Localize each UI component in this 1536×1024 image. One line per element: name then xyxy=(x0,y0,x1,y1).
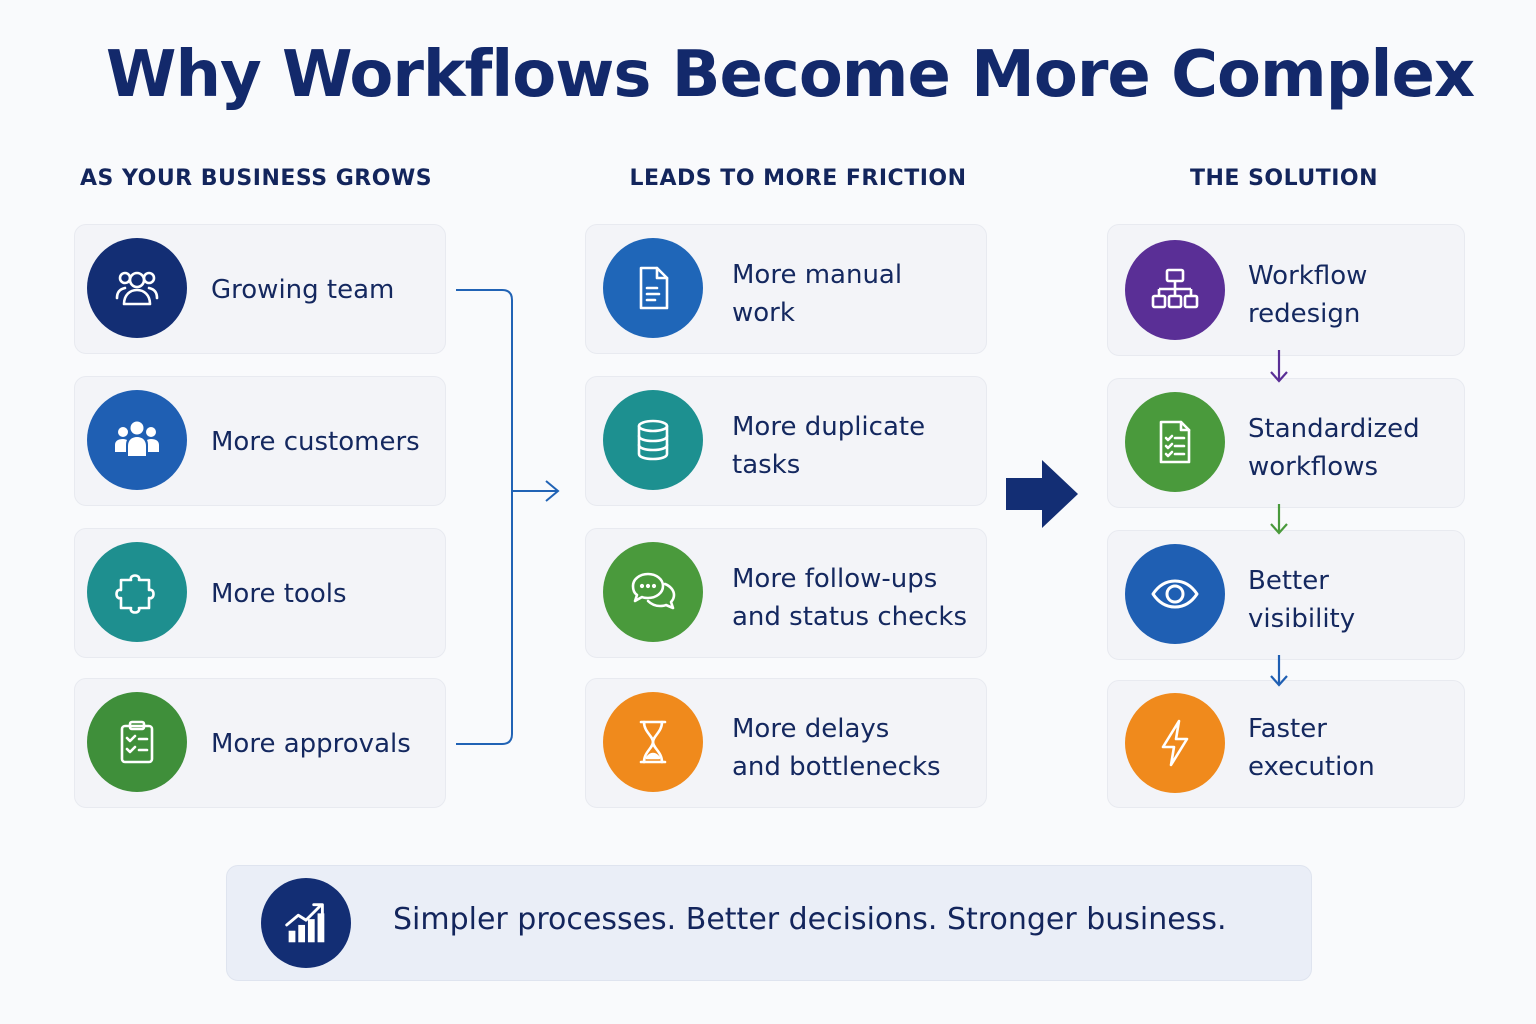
database-icon xyxy=(603,390,703,490)
growth-item-label: More approvals xyxy=(211,729,411,759)
customers-icon xyxy=(87,390,187,490)
card-more-approvals: More approvals xyxy=(74,678,446,808)
growth-item-label: More customers xyxy=(211,427,420,457)
growth-item-label: More tools xyxy=(211,579,347,609)
down-arrow-blue xyxy=(1270,655,1288,687)
down-arrow-purple xyxy=(1270,350,1288,383)
down-arrow-green xyxy=(1270,504,1288,535)
puzzle-icon xyxy=(87,542,187,642)
team-icon xyxy=(87,238,187,338)
card-more-tools: More tools xyxy=(74,528,446,658)
hourglass-icon xyxy=(603,692,703,792)
column-heading-solution: THE SOLUTION xyxy=(1189,166,1379,191)
column-heading-friction: LEADS TO MORE FRICTION xyxy=(629,166,967,191)
org-chart-icon xyxy=(1125,240,1225,340)
bracket-connector xyxy=(456,289,560,745)
footer-banner: Simpler processes. Better decisions. Str… xyxy=(226,865,1312,981)
eye-icon xyxy=(1125,544,1225,644)
card-more-customers: More customers xyxy=(74,376,446,506)
checklist-icon xyxy=(1125,392,1225,492)
document-icon xyxy=(603,238,703,338)
clipboard-check-icon xyxy=(87,692,187,792)
card-growing-team: Growing team xyxy=(74,224,446,354)
chat-bubbles-icon xyxy=(603,542,703,642)
growth-item-label: Growing team xyxy=(211,275,395,305)
lightning-icon xyxy=(1125,693,1225,793)
big-arrow xyxy=(1006,460,1078,528)
footer-tagline: Simpler processes. Better decisions. Str… xyxy=(393,902,1227,937)
column-heading-growth: AS YOUR BUSINESS GROWS xyxy=(79,166,433,191)
growth-chart-icon xyxy=(261,878,351,968)
page-title: Why Workflows Become More Complex xyxy=(105,38,1475,112)
